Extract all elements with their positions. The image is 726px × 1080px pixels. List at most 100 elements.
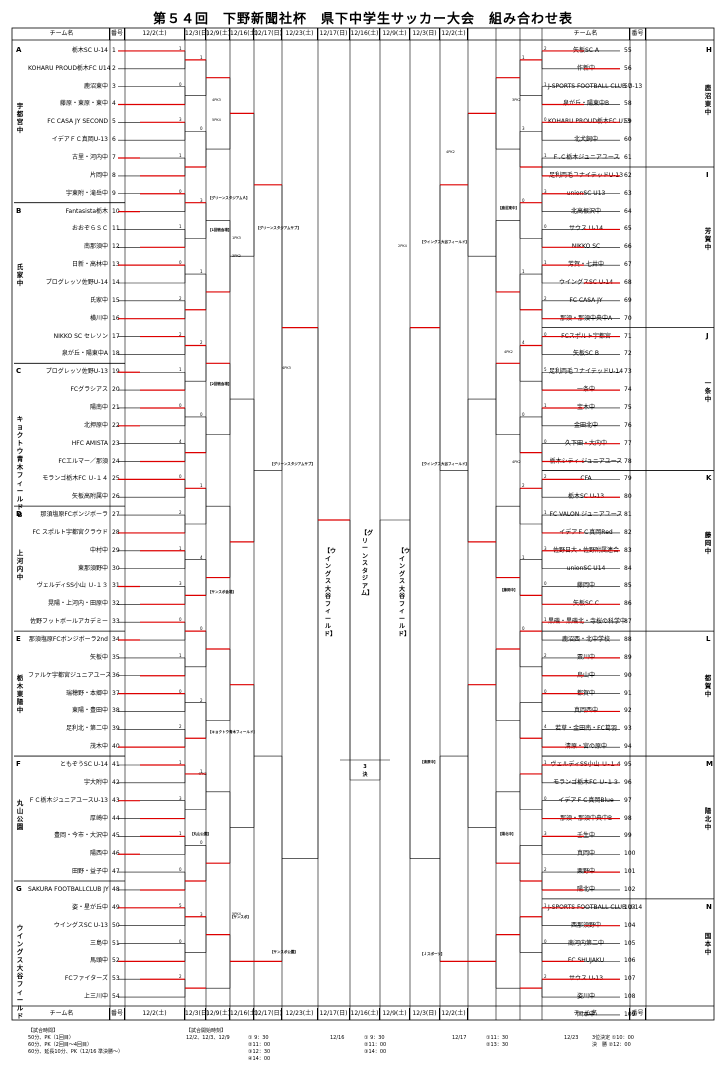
team-name: 氏家中 — [89, 296, 108, 304]
header-date: 12/9(土) — [206, 28, 230, 40]
team-name: 真岡中 — [576, 850, 595, 858]
score: 1 — [179, 45, 182, 51]
team-number: 97 — [624, 796, 632, 804]
group-letter: J — [706, 331, 709, 340]
team-number: 58 — [624, 100, 632, 108]
score: 4 — [179, 438, 182, 444]
team-number: 84 — [624, 564, 632, 572]
score: 1 — [179, 545, 182, 551]
team-name: 那須・那須中央中A — [559, 314, 613, 322]
team-name: 矢板中 — [89, 653, 108, 661]
team-number: 66 — [624, 243, 632, 251]
team-name: 黒磯・黒磯北・寺桜の科学中 — [548, 618, 627, 626]
group-label: 丸山公園 — [16, 798, 24, 831]
team-name: 宝木中 — [576, 403, 595, 411]
team-number: 93 — [624, 725, 632, 733]
score: 3 — [179, 795, 182, 801]
group-label: 藤岡中 — [704, 530, 712, 555]
team-name: プログレッソ佐野U-14 — [45, 279, 108, 286]
team-number: 71 — [624, 332, 632, 340]
group-letter: M — [706, 760, 713, 769]
score: 0 — [179, 81, 182, 87]
score: 3 — [544, 188, 547, 194]
score: 1 — [522, 269, 525, 275]
footer-date: 12/2(土) — [440, 1008, 468, 1020]
team-number: 24 — [112, 457, 120, 465]
score: 2 — [544, 474, 547, 480]
score: 0 — [544, 688, 547, 694]
team-number: 3 — [112, 82, 116, 90]
team-number: 86 — [624, 600, 632, 608]
score: 0 — [179, 474, 182, 480]
group-letter: B — [16, 206, 22, 215]
team-number: 1 — [112, 46, 116, 54]
venue-label: 【サンスポ会場】 — [208, 590, 236, 594]
team-name: ともぞうSC U-14 — [60, 761, 108, 768]
venue-label: 【2回戦会場】 — [208, 382, 232, 386]
team-name: FC CASA JY SECOND — [47, 118, 108, 126]
venue-label: 【ウイングス大谷フィールド】 — [420, 240, 469, 244]
outer-frame — [11, 27, 715, 1021]
score: 1 — [200, 768, 203, 774]
score: 2 — [544, 867, 547, 873]
team-number: 90 — [624, 671, 632, 679]
venue-label: 【清原中】 — [420, 760, 438, 764]
group-label: 都賀中 — [704, 673, 712, 698]
footer-num: 番号 — [630, 1008, 646, 1020]
score: 0 — [522, 411, 525, 417]
team-number: 99 — [624, 832, 632, 840]
team-number: 2 — [112, 64, 116, 72]
page-title: 第５４回 下野新聞社杯 県下中学生サッカー大会 組み合わせ表 — [152, 12, 573, 27]
team-number: 78 — [624, 457, 632, 465]
score: 0 — [544, 331, 547, 337]
header-date: 12/23(土) — [282, 28, 318, 40]
team-number: 19 — [112, 368, 120, 376]
team-name: 芳賀・七井中 — [567, 261, 604, 269]
team-name: ヴェルディSS小山 Ｕ-１３ — [36, 582, 108, 590]
team-name: 古里・河内中 — [71, 154, 108, 162]
team-number: 20 — [112, 386, 120, 394]
score: 2 — [544, 974, 547, 980]
team-number: 8 — [112, 171, 116, 179]
team-number: 45 — [112, 832, 120, 840]
venue-label: 【丸山公園】 — [190, 832, 211, 836]
team-number: 60 — [624, 136, 632, 144]
score: 1 — [522, 554, 525, 560]
header-team: チーム名 — [542, 28, 630, 40]
score: 3 — [544, 831, 547, 837]
team-number: 91 — [624, 689, 632, 697]
team-number: 68 — [624, 279, 632, 286]
score: 2 — [544, 45, 547, 51]
score: 1 — [544, 760, 547, 765]
team-number: 33 — [112, 618, 120, 626]
times-2: ① 9：30 ②11：00 ③14：00 — [364, 1035, 387, 1055]
pk-label: 3PK2 — [512, 98, 521, 102]
score: 2 — [179, 331, 182, 337]
pk-label: 4PK2 — [512, 460, 521, 464]
footer-date: 12/16(土) — [230, 1008, 258, 1020]
team-number: 5 — [112, 118, 116, 126]
footer-date: 12/3(日) — [185, 1008, 209, 1020]
team-number: 35 — [112, 653, 120, 661]
team-number: 80 — [624, 493, 632, 501]
group-letter: C — [16, 367, 22, 376]
group-letter: I — [706, 170, 709, 179]
score: 2 — [179, 974, 182, 980]
header-date: 12/3(日) — [410, 28, 440, 40]
team-number: 42 — [112, 778, 120, 786]
team-number: 23 — [112, 439, 120, 447]
group-letter: N — [706, 902, 712, 911]
team-number: 50 — [112, 921, 120, 929]
score: 3 — [522, 126, 525, 132]
venue-label: 【サンスポ公園】 — [270, 950, 298, 954]
team-number: 39 — [112, 725, 120, 733]
team-name: 足利北・第二中 — [65, 725, 108, 733]
header-date: 12/2(土) — [125, 28, 185, 40]
footer-date: 12/9(土) — [206, 1008, 230, 1020]
venue-label: 【グリーンスタジアムサブ】 — [270, 462, 316, 466]
team-number: 26 — [112, 493, 120, 501]
group-label: 氏家中 — [16, 263, 24, 287]
times-4: 3位決定 ①10：00 決 勝 ②12：00 — [592, 1035, 634, 1048]
team-name: 壬生中 — [576, 832, 595, 840]
team-name: 足利両毛ユナイテッドU-14 — [548, 368, 624, 376]
